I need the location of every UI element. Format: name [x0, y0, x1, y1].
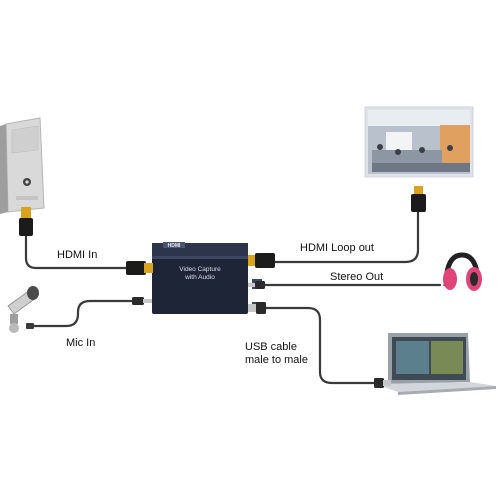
device-title-line1: Video Capture	[179, 266, 221, 273]
usb-plug-laptop-icon	[374, 378, 391, 388]
laptop-icon	[376, 333, 496, 395]
pc-tower-icon	[0, 117, 45, 214]
hdmi-plug-input-icon	[126, 261, 153, 275]
stereo-jack-icon	[248, 281, 265, 289]
hdmi-loop-out-label: HDMI Loop out	[300, 242, 374, 254]
usb-plug-device-icon	[248, 302, 266, 314]
capture-device	[152, 242, 264, 314]
hdmi-in-cable	[24, 233, 134, 270]
device-title-line2: with Audio	[185, 274, 215, 281]
usb-cable-label-line1: USB cable	[245, 341, 297, 353]
hdmi-plug-output-icon	[248, 253, 275, 268]
usb-cable-label-line2: male to male	[245, 354, 308, 366]
hdmi-plug-monitor-icon	[411, 186, 426, 212]
mic-jack-icon	[132, 297, 152, 305]
hdmi-loop-out-cable	[270, 208, 420, 264]
hdmi-in-label: HDMI In	[57, 249, 98, 261]
hdmi-plug-pc-icon	[19, 207, 33, 236]
headphones-icon	[443, 252, 482, 291]
usb-cable	[260, 306, 378, 385]
mic-in-cable	[30, 299, 142, 328]
monitor-icon	[364, 106, 474, 178]
microphone-icon	[7, 286, 39, 333]
device-badge: HDMI	[167, 243, 181, 249]
mic-in-label: Mic In	[66, 337, 96, 349]
stereo-out-label: Stereo Out	[330, 271, 384, 283]
